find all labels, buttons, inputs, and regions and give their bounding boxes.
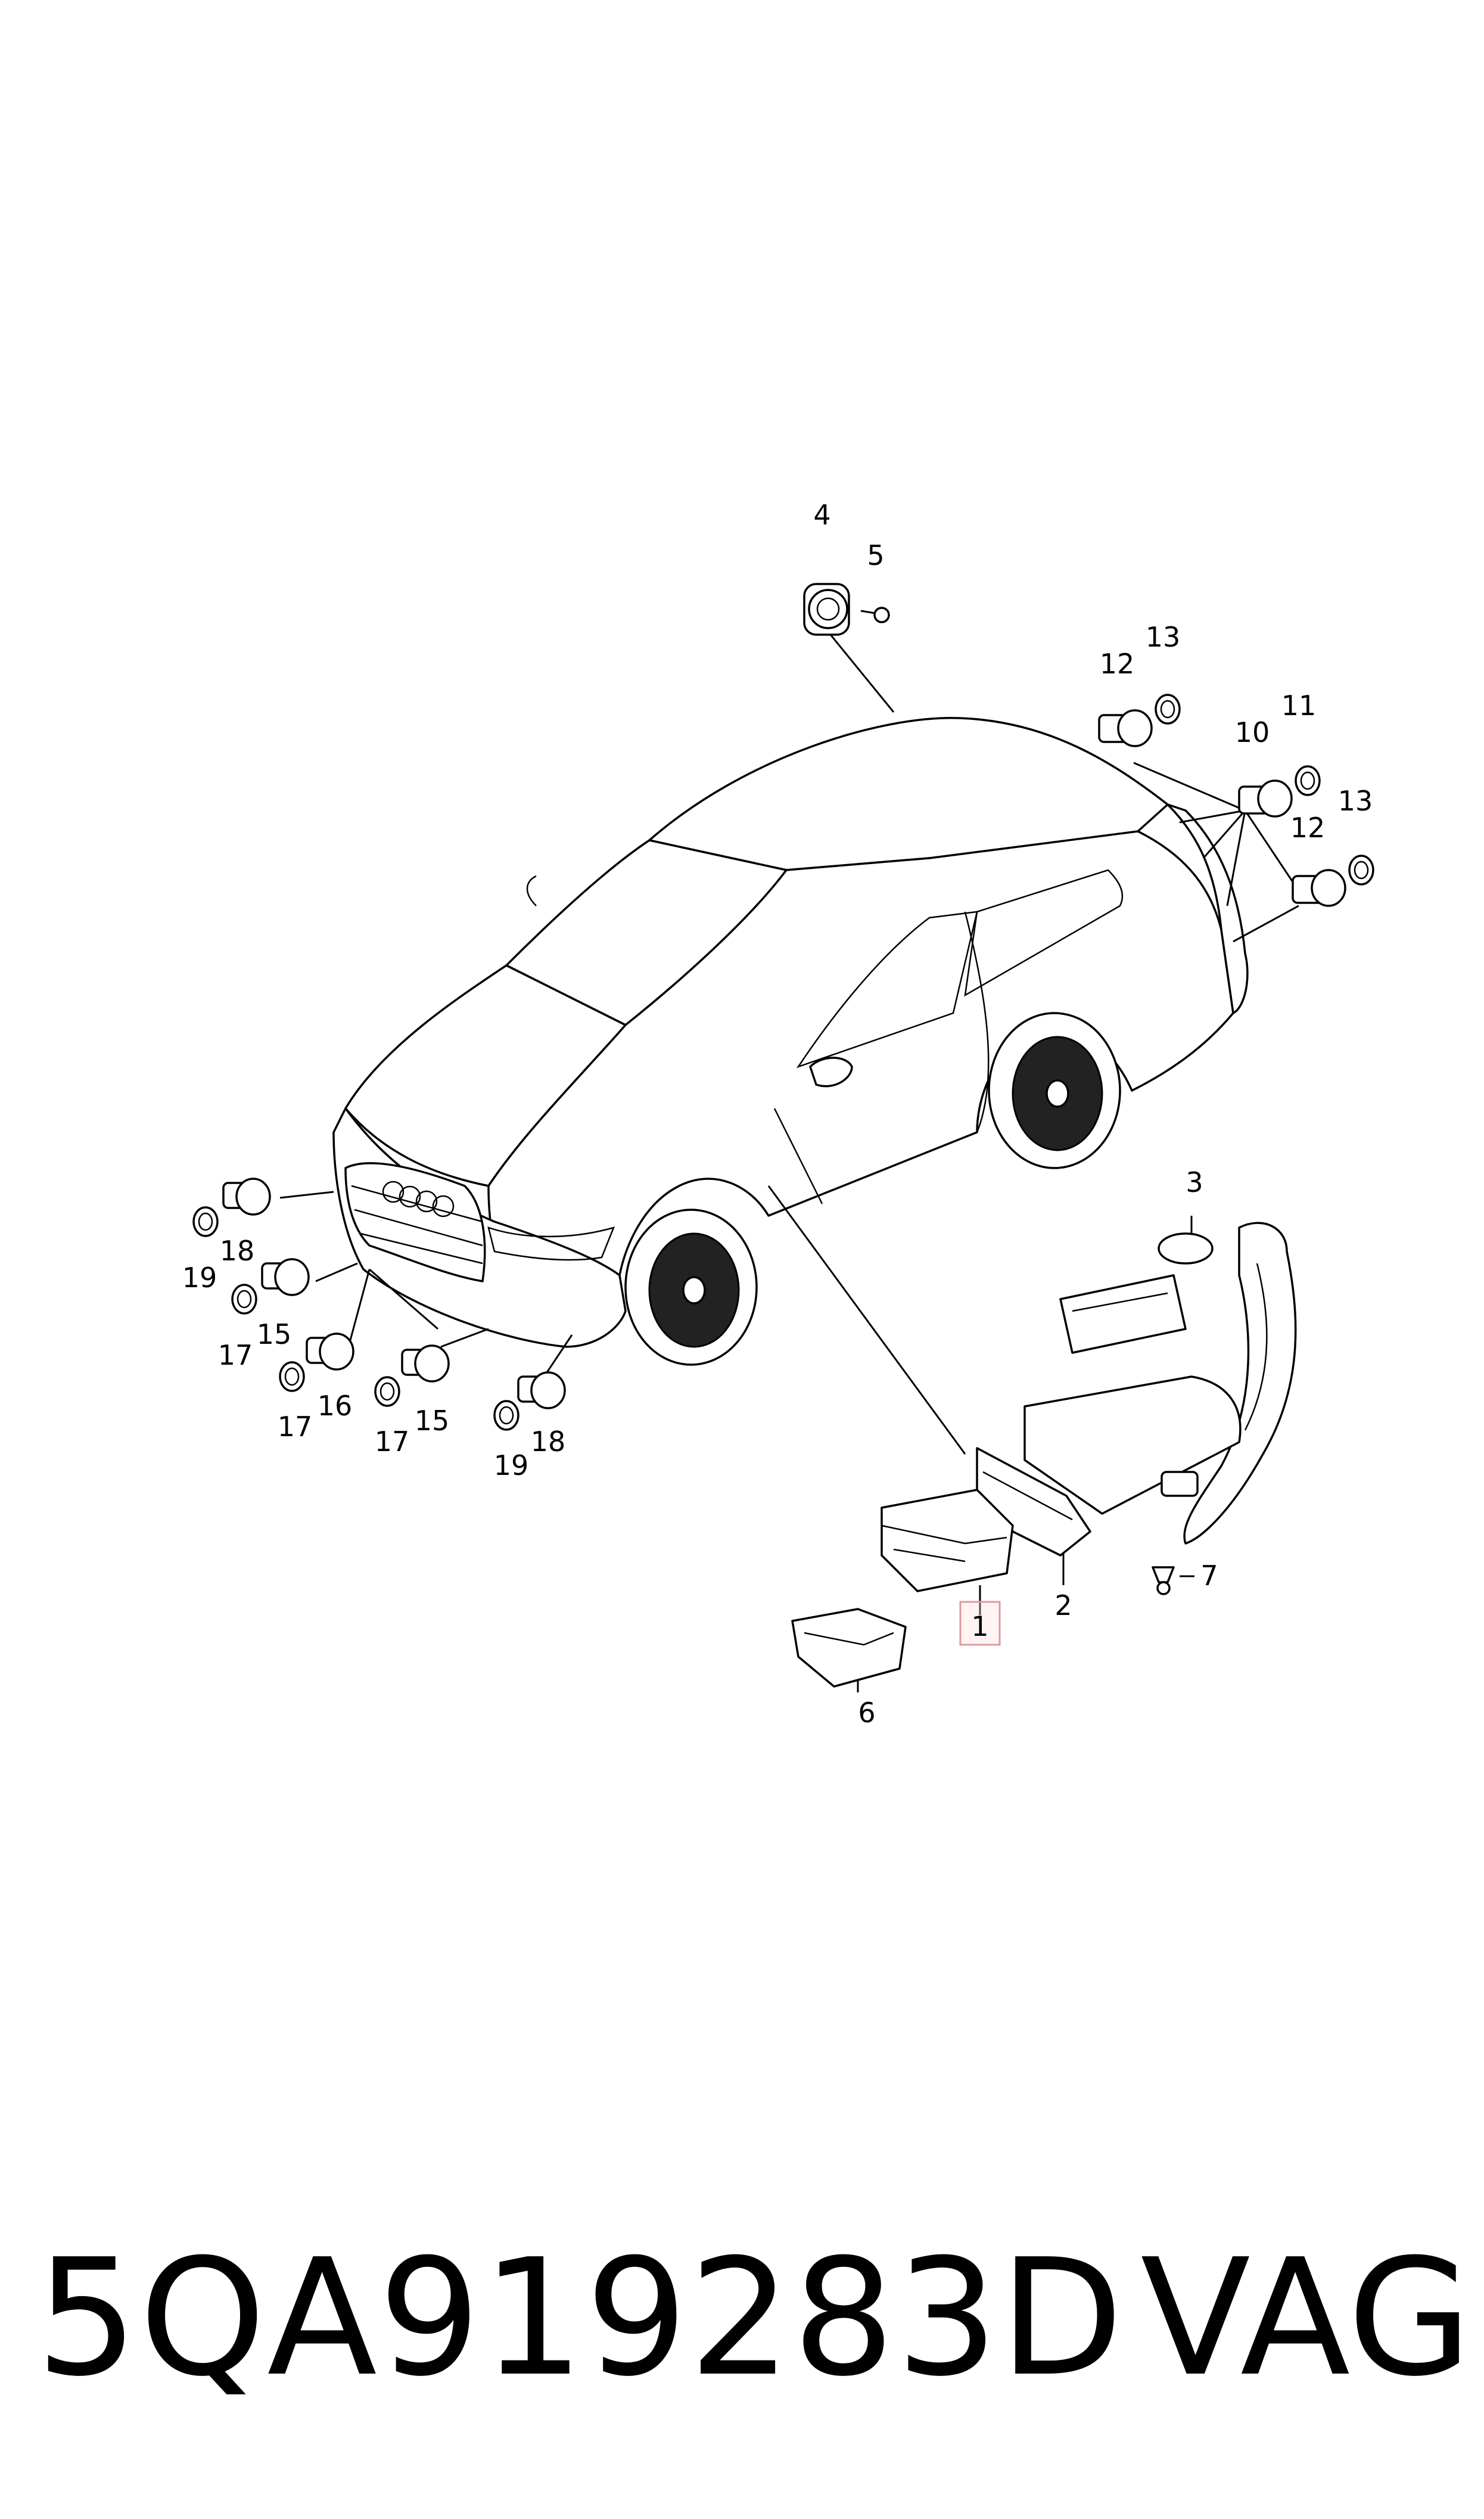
sensor-part	[1292, 855, 1374, 907]
callout-2: 2	[1054, 1589, 1072, 1622]
speaker-part	[803, 583, 890, 636]
callout-19: 19	[182, 1262, 217, 1294]
sensor-part	[1238, 765, 1321, 818]
callout-10: 10	[1235, 716, 1270, 748]
callout-11: 11	[1281, 689, 1317, 722]
part-number: 5QA919283D	[36, 2224, 1125, 2412]
sensor-part	[231, 1258, 310, 1315]
callout-13: 13	[1338, 785, 1373, 817]
sensor-part	[493, 1371, 566, 1431]
brand-label: VAG	[1140, 2224, 1472, 2412]
sensor-part	[1098, 694, 1181, 747]
callout-17: 17	[375, 1425, 410, 1458]
callout-16: 16	[318, 1390, 353, 1422]
callout-18: 18	[220, 1235, 255, 1267]
callout-12: 12	[1100, 648, 1135, 680]
callout-13: 13	[1146, 621, 1181, 653]
sensor-part	[279, 1333, 354, 1392]
control-unit-assembly	[791, 1222, 1297, 1688]
car-illustration	[332, 717, 1249, 1366]
callout-3: 3	[1186, 1166, 1203, 1198]
callout-19: 19	[494, 1449, 529, 1481]
callout-15: 15	[257, 1318, 292, 1350]
callout-4: 4	[813, 499, 830, 531]
footer: 5QA919283D VAG	[36, 2229, 1472, 2408]
callout-17: 17	[218, 1339, 253, 1371]
callout-numbers: 4 5 12 13 10 11 12 13 18 19 15 17 16 17 …	[182, 499, 1373, 1729]
sensor-part	[374, 1344, 450, 1407]
callout-12: 12	[1290, 812, 1326, 844]
sensor-part	[192, 1178, 271, 1237]
callout-5: 5	[867, 539, 884, 571]
callout-17: 17	[278, 1411, 313, 1443]
callout-18: 18	[531, 1425, 566, 1458]
callout-6: 6	[858, 1697, 875, 1729]
small-parts	[192, 583, 1374, 1431]
highlight-box-part-1	[959, 1601, 1001, 1646]
callout-1: 1	[971, 1610, 988, 1642]
callout-7: 7	[1200, 1560, 1218, 1592]
callout-15: 15	[415, 1405, 450, 1437]
